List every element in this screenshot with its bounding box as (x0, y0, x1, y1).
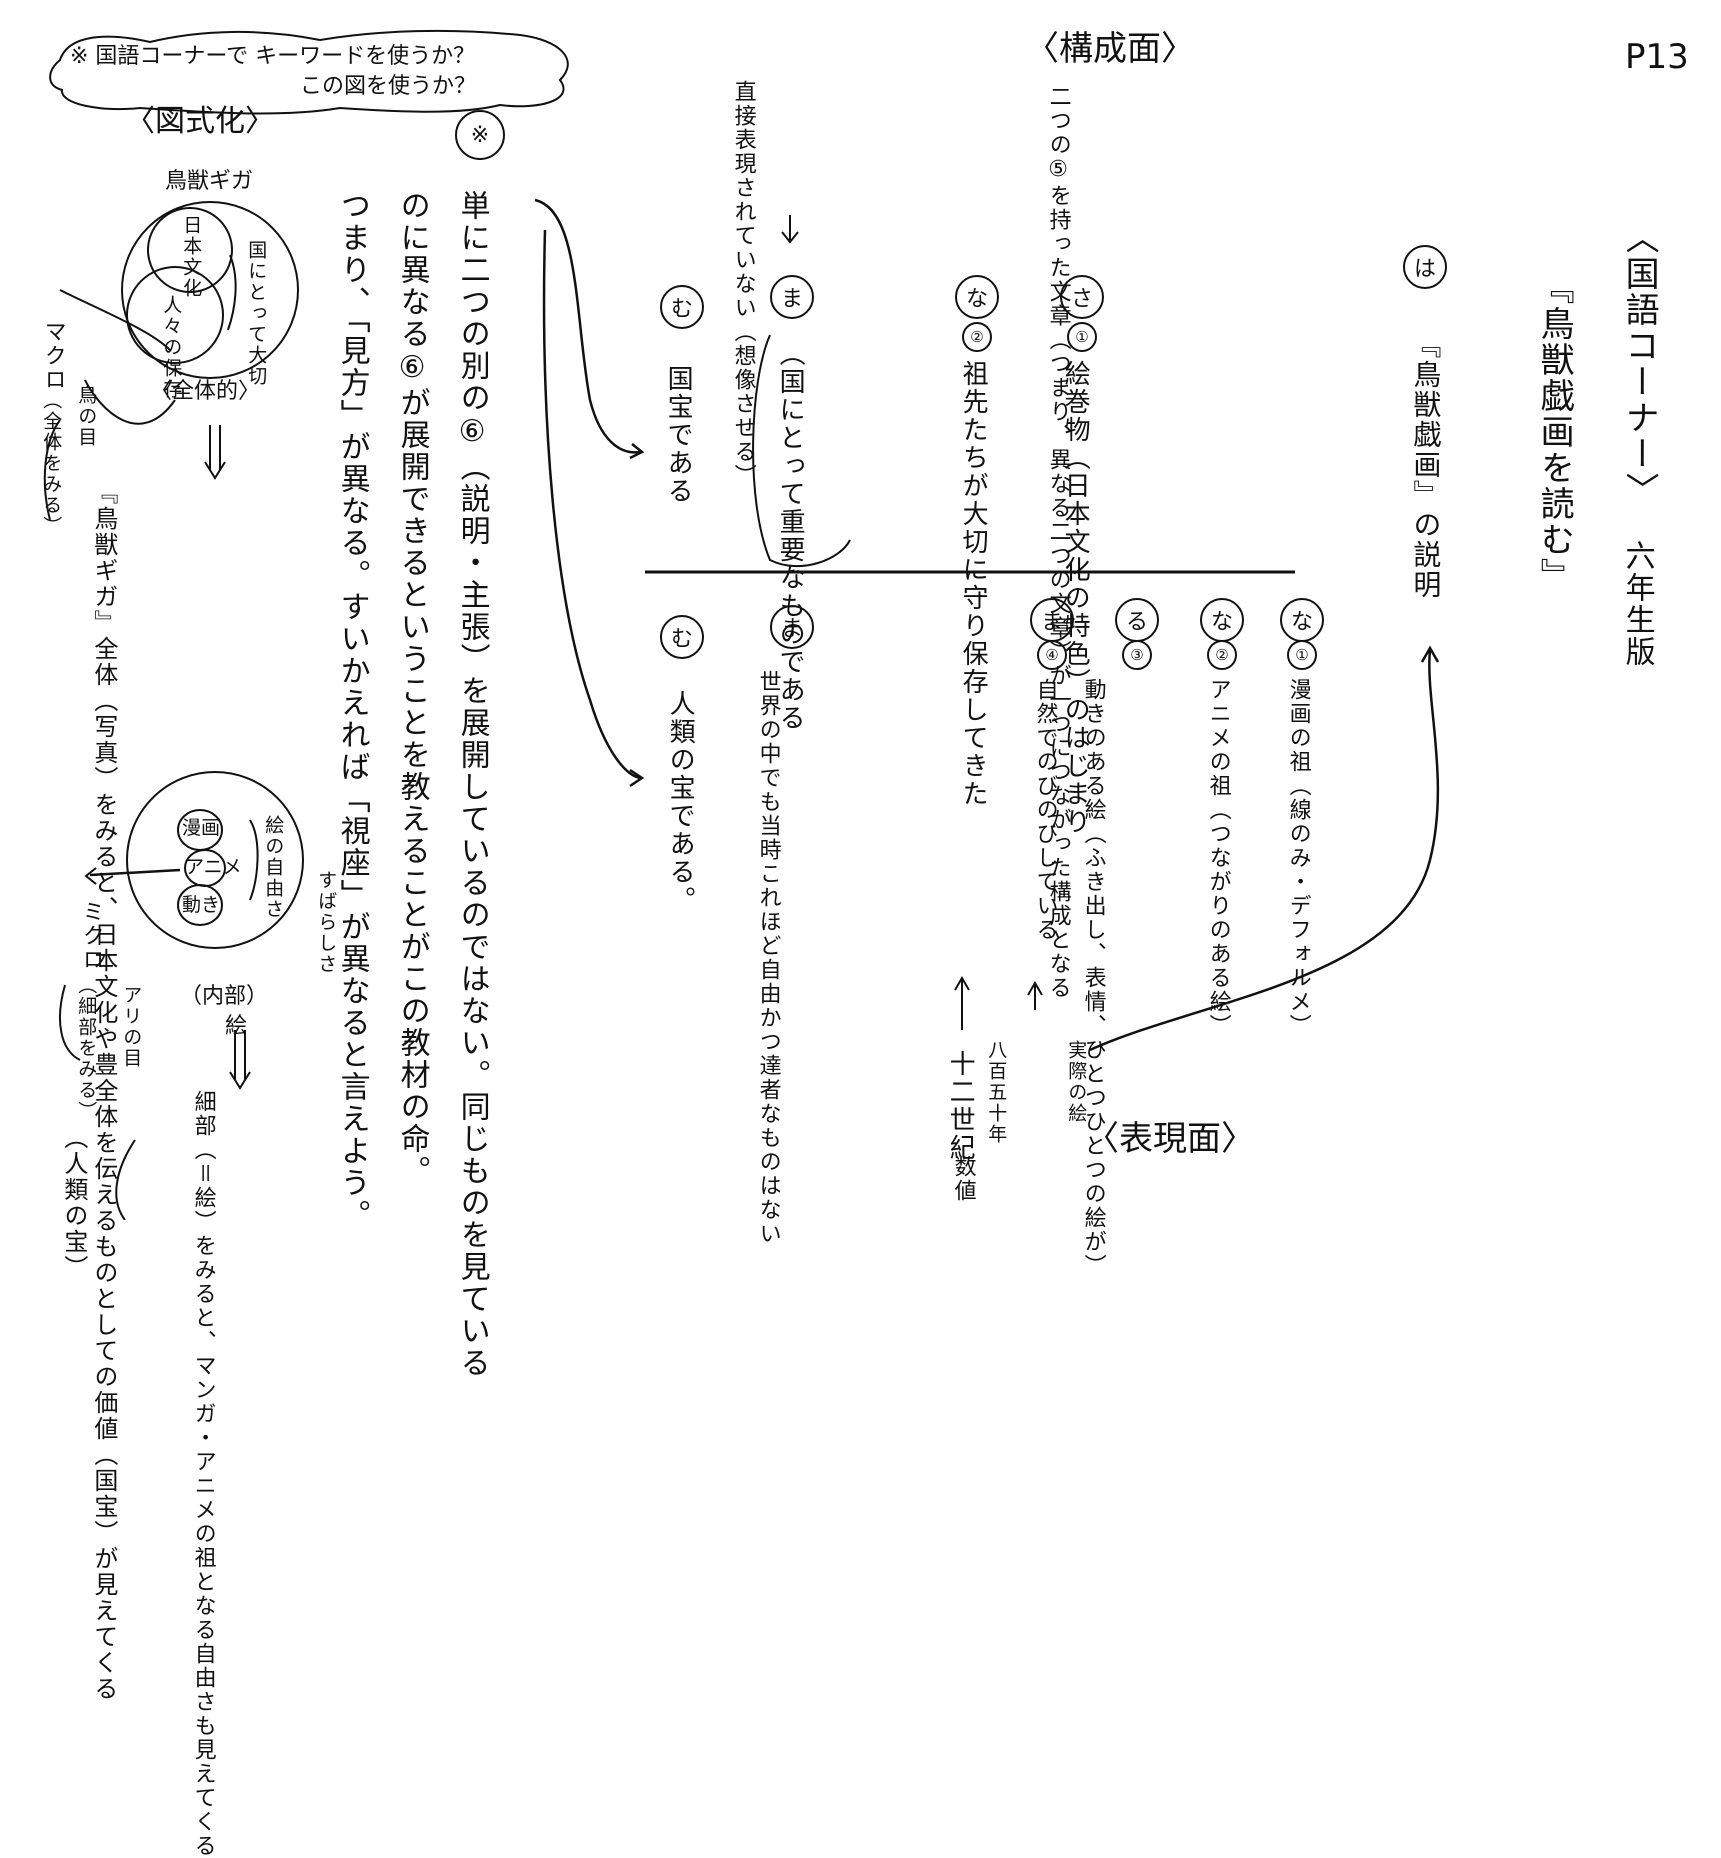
macro-label: マクロ (40, 320, 66, 392)
diagram2-inner2: アニメ (185, 856, 242, 878)
bottom-text-0: 漫画の祖（線のみ・デフォルメ） (1285, 678, 1311, 1038)
diagram1-inner-bottom (126, 266, 224, 364)
diagram1-outer-circle (121, 201, 299, 379)
arrow-to-ha (1089, 649, 1440, 1052)
main-text-line3: つまり、「見方」が異なる。すいかえれば「視座」が異なると言えよう。 (334, 190, 370, 1231)
ha-text: 『鳥獣戯画』の説明 (1409, 330, 1443, 600)
diagram2-right-note: 絵の自由さ (262, 815, 285, 920)
bottom-text-3: 自然でのびのびしている (1032, 678, 1058, 942)
bottom-sub-3: ④ (1037, 640, 1067, 670)
diagram1-inner-top (147, 207, 233, 293)
bottom-mark-2: る (1115, 598, 1159, 642)
bottom-sub-0: ① (1287, 640, 1317, 670)
notes-page: P13 〈国語コーナー〉 『鳥獣戯画を読む』 六年生版 は 『鳥獣戯画』の説明 … (40, 29, 1689, 1858)
banner-line2: この図を使うか？ (300, 74, 477, 99)
diagram2-side-note: すばらしさ (315, 870, 338, 975)
diagram2-bottom-label: （内部） (180, 984, 269, 1009)
bottom-mark-5: む (660, 615, 704, 659)
diagram1-inner2: 人々の保存 (160, 295, 183, 400)
diagram2-tail: （人類の宝） (59, 1125, 88, 1281)
diagram2-explain: 細部（＝絵）をみると、マンガ・アニメの祖となる自由さも見えてくる (190, 1090, 216, 1858)
page-number: P13 (1625, 37, 1689, 77)
diagram1-inner1: 日本文化 (180, 215, 203, 299)
diagram2-pointer (89, 868, 181, 877)
bottom-sub-1: ② (1207, 640, 1237, 670)
hyogen-footer: 〈表現面〉 (1085, 1119, 1255, 1159)
diagram1-right-note: 国にとって大切 (245, 240, 268, 387)
top-text-2: （国にとって重要なものである (775, 340, 806, 732)
bottom-mark-3: ま (1030, 598, 1074, 642)
top-text-3: 国宝である (663, 365, 694, 505)
grade-label: 六年生版 (1619, 540, 1655, 668)
diagram2-bottom-label2: 絵 (225, 1014, 248, 1039)
top-mark-1: な (955, 275, 999, 319)
kousei-note: 二つの⑤を持った文章（つまり、異なる二つの文章）が一つにつながった構成となる (1045, 85, 1071, 1000)
bottom-mark-1: な (1200, 598, 1244, 642)
real-picture-label: 実際の絵 (1065, 1040, 1088, 1124)
bottom-sub-2: ③ (1122, 640, 1152, 670)
diagram1-top-label: 鳥獣ギガ (165, 169, 254, 194)
micro-sub2: （細部をみる） (75, 975, 98, 1122)
diagram2-inner1: 漫画 (182, 817, 221, 839)
diagram2-outer-circle (126, 771, 304, 949)
bottom-text-5: 人類の宝である。 (665, 690, 696, 914)
kousei-arrow-note: 直接表現されていない（想像させる） (730, 80, 756, 488)
bottom-mark-0: な (1280, 598, 1324, 642)
top-sub-1: ② (962, 322, 992, 352)
arrow-to-bottom-row (542, 229, 641, 780)
top-mark-2: ま (770, 275, 814, 319)
connector-lines (43, 29, 1440, 1220)
diagram2-inner3: 動き (182, 894, 221, 916)
bottom-text-1: アニメの祖（つながりのある絵） (1205, 678, 1231, 1038)
banner-cloud-outline (49, 29, 569, 115)
macro-sub2: （全体をみる） (40, 390, 63, 537)
century-label: 十二世紀 (945, 1050, 976, 1162)
top-text-0: 絵巻物（日本文化の特色）のはじまり (1060, 360, 1091, 836)
kousei-header: 〈構成面〉 (1025, 29, 1195, 69)
diagram1-bottom-label: 〈全体的〉 (150, 379, 261, 404)
micro-sub: アリの目 (120, 985, 143, 1069)
top-mark-0: さ (1060, 275, 1104, 319)
top-mark-3: む (660, 285, 704, 329)
right-panel-subtitle: 『鳥獣戯画を読む』 (1534, 270, 1575, 594)
number-label: 数値 (950, 1155, 976, 1203)
bottom-text-2: 動きのある絵（ふき出し、表情、ひとつひとつの絵が） (1080, 678, 1106, 1278)
bottom-mark-4: ま (770, 605, 814, 649)
diagram1-explain: 『鳥獣ギガ』全体（写真）をみると、日本文化や豊全体を伝えるものとしての価値（国宝… (89, 480, 118, 1702)
macro-sub: 鳥の目 (75, 385, 98, 448)
year-label: 八百五十年 (985, 1040, 1008, 1145)
banner-line1: ※ 国語コーナーで キーワードを使うか？ (70, 44, 476, 69)
banner-label: 〈図式化〉 (125, 104, 275, 139)
top-sub-0: ① (1067, 322, 1097, 352)
right-panel-title: 〈国語コーナー〉 (1619, 220, 1660, 508)
micro-label: ミクロ (78, 900, 104, 972)
bottom-text-4: 世界の中でも当時これほど自由かつ達者なものはない (755, 670, 781, 1246)
arrow-to-top-row (534, 198, 641, 454)
top-text-1: 祖先たちが大切に守り保存してきた (958, 360, 989, 808)
mark-ha: は (1403, 245, 1447, 289)
main-text-line2: のに異なる⑥が展開できるということを教えることがこの教材の命。 (394, 190, 430, 1187)
main-text-line1: 単に二つの別の⑥（説明・主張）を展開しているのではない。同じものを見ている (454, 190, 490, 1379)
mark-kome: ※ (455, 110, 505, 160)
